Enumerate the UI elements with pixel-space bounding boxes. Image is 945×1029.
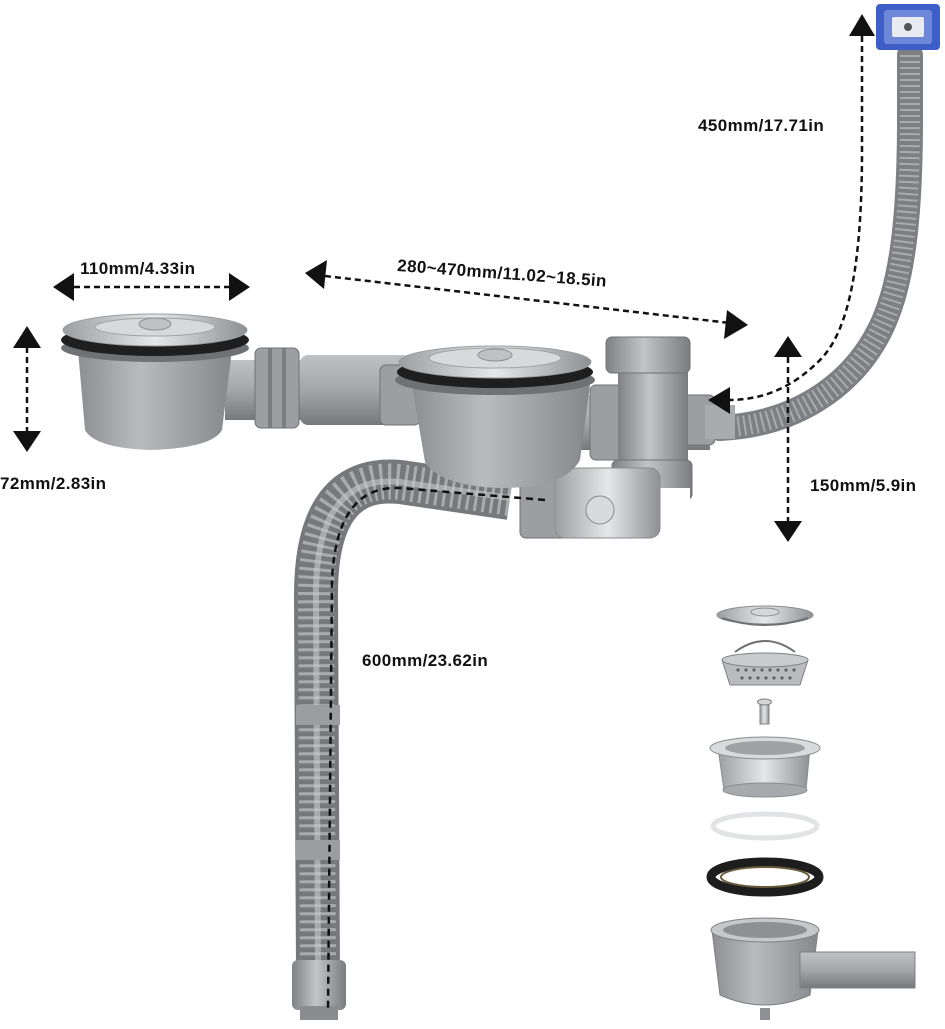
right-strainer [395, 345, 595, 488]
outlet-height-label: 150mm/5.9in [810, 476, 917, 495]
strainer-body-part [709, 736, 821, 798]
drain-hose [292, 459, 514, 1020]
overflow-hose-length-label: 450mm/17.71in [698, 116, 825, 135]
dimension-arrows [13, 14, 875, 1011]
strainer-diameter-label: 110mm/4.33in [80, 259, 196, 278]
overflow-plate [876, 4, 940, 50]
drain-hose-length-label: 600mm/23.62in [362, 651, 489, 670]
elbow-connector [519, 467, 661, 539]
strainer-basket-part [721, 640, 809, 686]
left-strainer [61, 313, 249, 450]
screw-part [757, 698, 772, 725]
rubber-gasket-part [706, 857, 824, 897]
strainer-lid-part [716, 605, 814, 626]
strainer-depth-label: 72mm/2.83in [0, 474, 107, 493]
overflow-hose [707, 42, 923, 441]
bowl-outlet-part [710, 917, 916, 1020]
paper-washer-part [710, 811, 820, 841]
